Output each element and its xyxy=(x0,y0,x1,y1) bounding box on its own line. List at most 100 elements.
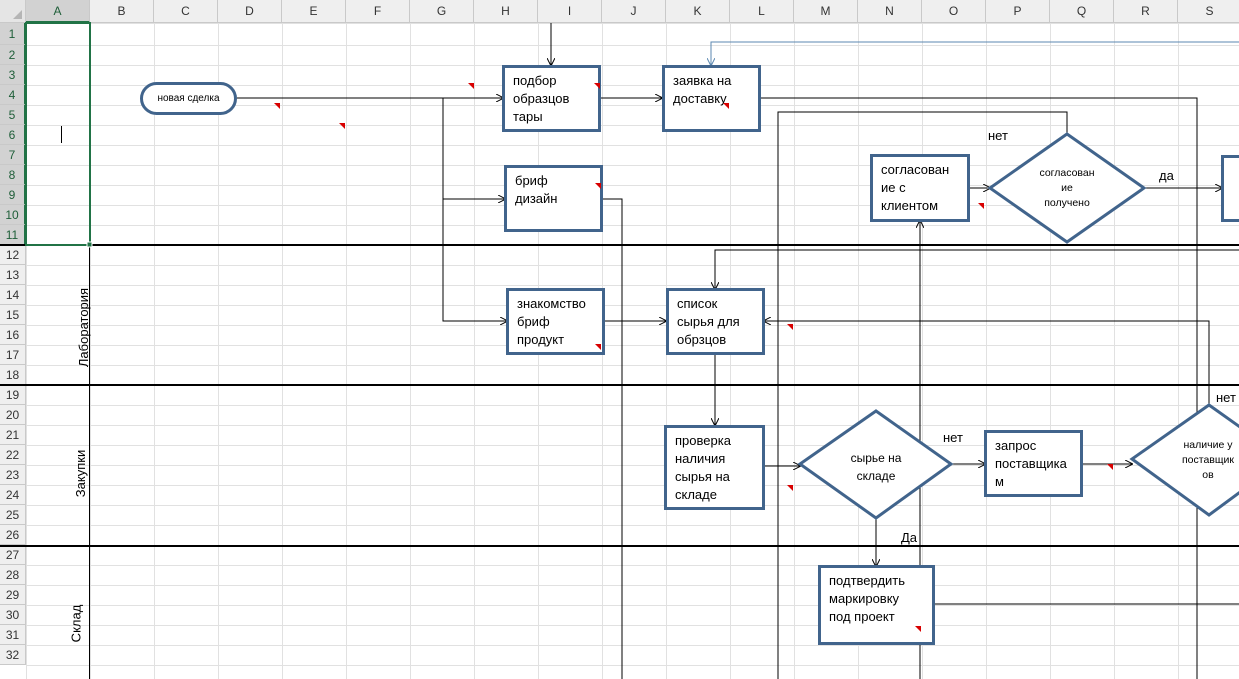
column-header-B[interactable]: B xyxy=(90,0,154,23)
box-line: продукт xyxy=(517,332,565,347)
diamond-raw-in-stock xyxy=(797,409,954,520)
box-line: доставку xyxy=(673,91,727,106)
comment-indicator[interactable] xyxy=(468,83,474,89)
row-header-19[interactable]: 19 xyxy=(0,385,26,405)
box-line: дизайн xyxy=(515,191,558,206)
connector xyxy=(777,111,1068,679)
box-delivery-request[interactable]: заявка на доставку xyxy=(662,65,761,132)
selection-range xyxy=(25,22,91,246)
box-line: подбор xyxy=(513,73,557,88)
row-header-14[interactable]: 14 xyxy=(0,285,26,305)
select-all-corner[interactable] xyxy=(0,0,26,23)
box-line: клиентом xyxy=(881,198,939,213)
comment-indicator[interactable] xyxy=(594,83,600,89)
row-header-23[interactable]: 23 xyxy=(0,465,26,485)
comment-indicator[interactable] xyxy=(915,626,921,632)
comment-indicator[interactable] xyxy=(274,103,280,109)
box-line: сырья на xyxy=(675,469,730,484)
column-header-O[interactable]: O xyxy=(922,0,986,23)
diamond-line: согласован xyxy=(1039,167,1095,179)
comment-indicator[interactable] xyxy=(787,485,793,491)
comment-indicator[interactable] xyxy=(978,203,984,209)
column-header-Q[interactable]: Q xyxy=(1050,0,1114,23)
box-product-brief[interactable]: знакомство бриф продукт xyxy=(506,288,605,355)
label-no-approval: нет xyxy=(988,128,1008,143)
column-header-S[interactable]: S xyxy=(1178,0,1239,23)
box-line: согласован xyxy=(881,162,950,177)
box-line: складе xyxy=(675,487,717,502)
box-line: бриф xyxy=(517,314,550,329)
diamond-line: ов xyxy=(1202,469,1214,481)
box-line: сырья для xyxy=(677,314,740,329)
comment-indicator[interactable] xyxy=(787,324,793,330)
connector xyxy=(715,249,1239,289)
row-header-12[interactable]: 12 xyxy=(0,245,26,265)
row-header-29[interactable]: 29 xyxy=(0,585,26,605)
box-line: обрзцов xyxy=(677,332,727,347)
row-header-16[interactable]: 16 xyxy=(0,325,26,345)
column-header-L[interactable]: L xyxy=(730,0,794,23)
box-line: заявка на xyxy=(673,73,732,88)
row-header-20[interactable]: 20 xyxy=(0,405,26,425)
column-header-J[interactable]: J xyxy=(602,0,666,23)
box-sample-container[interactable]: подбор образцов тары xyxy=(502,65,601,132)
row-header-13[interactable]: 13 xyxy=(0,265,26,285)
box-raw-list[interactable]: список сырья для обрзцов xyxy=(666,288,765,355)
column-header-P[interactable]: P xyxy=(986,0,1050,23)
box-supplier-request[interactable]: запрос поставщика м xyxy=(984,430,1083,497)
comment-indicator[interactable] xyxy=(595,344,601,350)
row-header-25[interactable]: 25 xyxy=(0,505,26,525)
column-header-G[interactable]: G xyxy=(410,0,474,23)
column-header-K[interactable]: K xyxy=(666,0,730,23)
box-confirm-marking[interactable]: подтвердить маркировку под проект xyxy=(818,565,935,645)
box-design-brief[interactable]: бриф дизайн xyxy=(504,165,603,232)
diamond-supplier-availability xyxy=(1129,403,1239,517)
row-header-27[interactable]: 27 xyxy=(0,545,26,565)
box-stock-check[interactable]: проверка наличия сырья на складе xyxy=(664,425,765,510)
column-header-D[interactable]: D xyxy=(218,0,282,23)
connector xyxy=(764,321,1210,405)
comment-indicator[interactable] xyxy=(595,183,601,189)
box-line: тары xyxy=(513,109,543,124)
column-header-C[interactable]: C xyxy=(154,0,218,23)
column-header-H[interactable]: H xyxy=(474,0,538,23)
comment-indicator[interactable] xyxy=(339,123,345,129)
row-header-18[interactable]: 18 xyxy=(0,365,26,385)
box-line: под проект xyxy=(829,609,895,624)
label-no-stock: нет xyxy=(943,430,963,445)
column-header-M[interactable]: M xyxy=(794,0,858,23)
row-header-15[interactable]: 15 xyxy=(0,305,26,325)
row-header-30[interactable]: 30 xyxy=(0,605,26,625)
connector xyxy=(442,98,505,199)
row-header-28[interactable]: 28 xyxy=(0,565,26,585)
column-header-E[interactable]: E xyxy=(282,0,346,23)
column-header-R[interactable]: R xyxy=(1114,0,1178,23)
diamond-line: получено xyxy=(1044,197,1090,209)
comment-indicator[interactable] xyxy=(723,103,729,109)
row-header-22[interactable]: 22 xyxy=(0,445,26,465)
row-header-17[interactable]: 17 xyxy=(0,345,26,365)
new-deal-text: новая сделка xyxy=(157,93,220,104)
diamond-raw-in-stock-text: сырье на складе xyxy=(831,449,921,485)
box-line: образцов xyxy=(513,91,570,106)
column-header-F[interactable]: F xyxy=(346,0,410,23)
fill-handle[interactable] xyxy=(86,241,93,248)
row-header-10[interactable]: 10 xyxy=(0,205,26,225)
box-client-approval[interactable]: согласован ие с клиентом xyxy=(870,154,970,222)
box-line: запрос xyxy=(995,438,1037,453)
row-header-21[interactable]: 21 xyxy=(0,425,26,445)
new-deal-terminator[interactable]: новая сделка xyxy=(140,82,237,115)
row-header-24[interactable]: 24 xyxy=(0,485,26,505)
box-line: маркировку xyxy=(829,591,900,606)
row-header-31[interactable]: 31 xyxy=(0,625,26,645)
comment-indicator[interactable] xyxy=(1107,464,1113,470)
row-header-26[interactable]: 26 xyxy=(0,525,26,545)
label-yes-approval: да xyxy=(1159,168,1174,183)
column-header-I[interactable]: I xyxy=(538,0,602,23)
column-header-N[interactable]: N xyxy=(858,0,922,23)
row-header-32[interactable]: 32 xyxy=(0,645,26,665)
box-offscreen-partial[interactable] xyxy=(1221,155,1239,222)
box-line: наличия xyxy=(675,451,726,466)
